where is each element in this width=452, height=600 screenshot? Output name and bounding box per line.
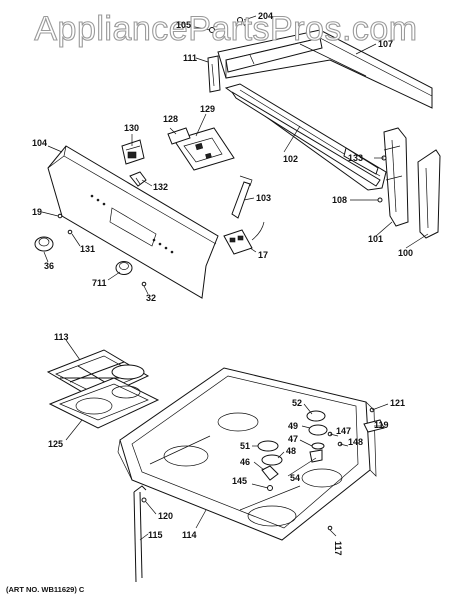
callout-125: 125 [48,439,63,449]
callout-147: 147 [336,426,351,436]
callout-46: 46 [240,457,250,467]
watermark: AppliancePartsPros.com [34,10,417,48]
art-number: (ART NO. WB11629) C [6,585,85,594]
callout-47: 47 [288,434,298,444]
callout-711: 711 [92,278,107,288]
part-131-screw [67,229,73,235]
part-117-screw [327,525,333,531]
callout-107: 107 [378,39,393,49]
callout-115: 115 [148,530,163,540]
callout-52: 52 [292,398,302,408]
part-100-right-trim [417,149,441,239]
callout-105: 105 [176,20,191,30]
callout-48: 48 [286,446,296,456]
part-115-support-rod [133,485,147,583]
callout-104: 104 [32,138,47,148]
callout-49: 49 [288,421,298,431]
burner-small-parts [261,431,343,491]
part-108-screw [377,197,383,203]
callout-131: 131 [80,244,95,254]
part-104-control-panel [47,145,219,299]
part-128-clock [167,127,191,145]
callout-36: 36 [44,261,54,271]
callout-17: 17 [258,250,268,260]
part-111-left-bracket [207,55,221,93]
callout-labels: 105 204 107 111 128 129 130 104 102 133 … [32,11,413,556]
part-132-bracket [129,171,147,187]
callout-120: 120 [158,511,173,521]
callout-204: 204 [258,11,273,21]
callout-100: 100 [398,248,413,258]
part-103-wire-tube [231,175,253,219]
part-32-screw [141,281,147,287]
callout-117: 117 [333,541,343,556]
part-107-top-trim [217,29,433,109]
callout-119: 119 [374,420,389,430]
part-36-knob [34,236,54,252]
callout-51: 51 [240,441,250,451]
callout-130: 130 [124,123,139,133]
callout-128: 128 [163,114,178,124]
callout-103: 103 [256,193,271,203]
callout-54: 54 [290,473,300,483]
callout-133: 133 [348,153,363,163]
callout-32: 32 [146,293,156,303]
callout-121: 121 [390,398,405,408]
callout-108: 108 [332,195,347,205]
callout-101: 101 [368,234,383,244]
part-102-rear-panel [224,83,387,191]
screws-105-204 [209,17,249,33]
callout-19: 19 [32,207,42,217]
part-101-side-bracket [381,127,409,227]
callout-111: 111 [183,53,197,63]
part-17-terminal-block [223,221,265,255]
callout-145: 145 [232,476,247,486]
part-19-screw [57,213,63,219]
leader-lines [41,15,429,541]
callout-148: 148 [348,437,363,447]
callout-132: 132 [153,182,168,192]
callout-102: 102 [283,154,298,164]
part-114-cooktop [117,367,377,541]
callout-114: 114 [182,530,197,540]
callout-129: 129 [200,104,215,114]
part-130-switch [121,139,145,165]
part-711-knob [115,261,133,275]
callout-113: 113 [54,332,69,342]
